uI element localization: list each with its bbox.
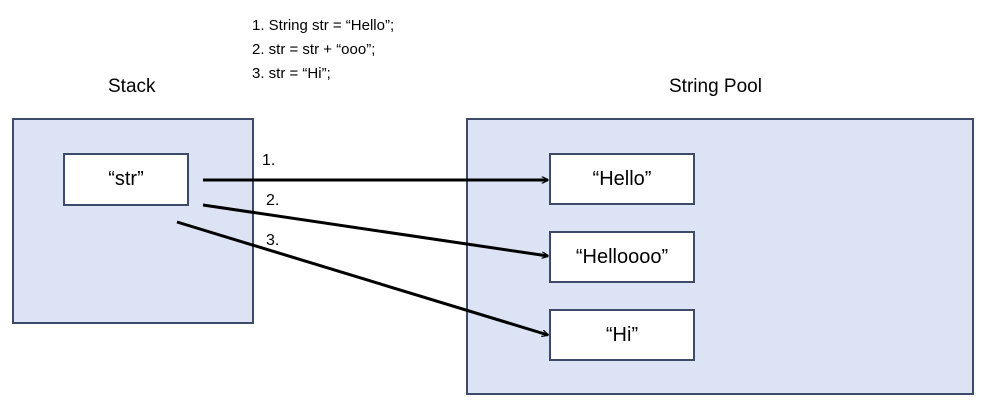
arrow-3 [176,220,548,335]
stack-variable-box: “str” [63,153,189,206]
arrow-label-3: 3. [266,232,280,249]
arrow-label-2: 2. [266,192,280,209]
pool-item-hello: “Hello” [549,153,695,205]
pool-item-helloooo: “Helloooo” [549,231,695,283]
code-snippet: 1. String str = “Hello”; 2. str = str + … [252,14,394,86]
pool-item-hi: “Hi” [549,309,695,361]
string-pool-title: String Pool [669,76,762,97]
stack-title: Stack [108,76,156,97]
code-line-3: 3. str = “Hi”; [252,65,331,82]
arrow-2 [202,203,548,256]
stack-region [12,118,254,324]
code-line-1: 1. String str = “Hello”; [252,17,395,34]
arrow-label-1: 1. [262,152,276,169]
code-line-2: 2. str = str + “ooo”; [252,41,376,58]
